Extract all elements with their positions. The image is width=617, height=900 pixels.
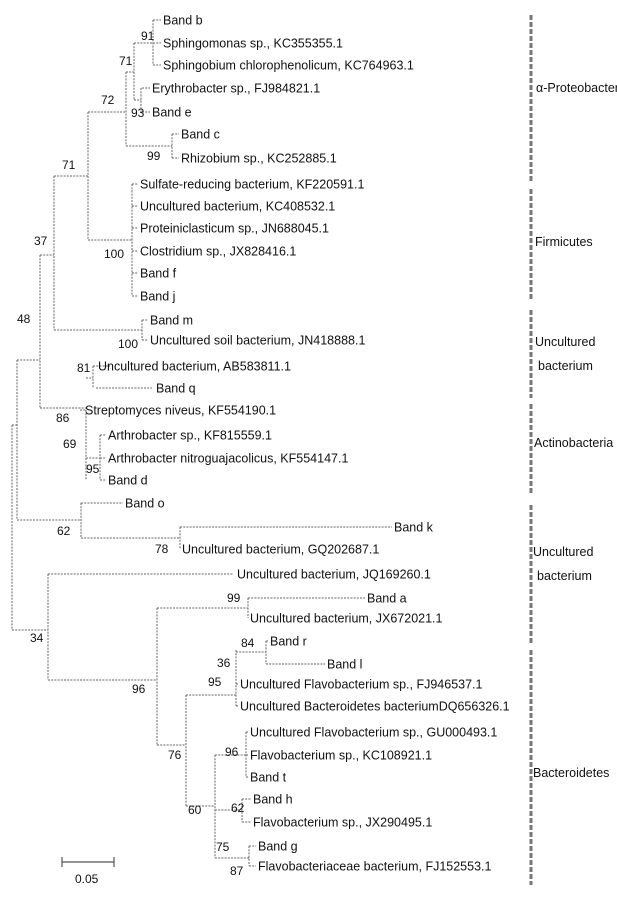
taxon-label-uncultured-flavobacterium-sp-fj946537-1: Uncultured Flavobacterium sp., FJ946537.… xyxy=(240,678,483,692)
bootstrap-value-b36: 36 xyxy=(217,656,231,670)
scale-bar: 0.05 xyxy=(61,857,115,886)
bootstrap-value-b72: 72 xyxy=(101,93,115,107)
taxon-label-sphingomonas-sp-kc355355-1: Sphingomonas sp., KC355355.1 xyxy=(163,37,343,51)
taxon-label-band-a: Band a xyxy=(367,592,407,606)
group-label-uncultured: Uncultured xyxy=(533,545,593,559)
bootstrap-value-b91: 91 xyxy=(141,29,155,43)
bootstrap-value-b95a: 95 xyxy=(86,462,100,476)
bootstrap-value-b75: 75 xyxy=(216,840,230,854)
taxon-label-band-t: Band t xyxy=(250,771,287,785)
taxon-label-uncultured-bacterium-ab583811-1: Uncultured bacterium, AB583811.1 xyxy=(98,360,291,374)
group-label-firmicutes: Firmicutes xyxy=(535,235,593,249)
bootstrap-value-b96b: 96 xyxy=(225,745,239,759)
bootstrap-value-b76: 76 xyxy=(168,748,182,762)
taxon-label-band-o: Band o xyxy=(125,497,165,511)
taxon-label-clostridium-sp-jx828416-1: Clostridium sp., JX828416.1 xyxy=(140,245,296,259)
bootstrap-value-b96a: 96 xyxy=(132,682,146,696)
bootstrap-value-b99a: 99 xyxy=(147,149,161,163)
taxon-label-band-k: Band k xyxy=(394,521,434,535)
bootstrap-value-b81: 81 xyxy=(77,361,91,375)
taxon-label-proteiniclasticum-sp-jn688045-1: Proteiniclasticum sp., JN688045.1 xyxy=(140,222,329,236)
bootstrap-value-b84: 84 xyxy=(241,636,255,650)
taxon-label-band-d: Band d xyxy=(108,474,148,488)
taxon-label-flavobacterium-sp-jx290495-1: Flavobacterium sp., JX290495.1 xyxy=(253,816,432,830)
taxon-label-uncultured-bacterium-gq202687-1: Uncultured bacterium, GQ202687.1 xyxy=(182,543,379,557)
taxon-label-band-l: Band l xyxy=(327,658,362,672)
bootstrap-value-b62b: 62 xyxy=(231,801,245,815)
bootstrap-value-b86: 86 xyxy=(56,411,70,425)
bootstrap-value-b71b: 71 xyxy=(62,158,76,172)
bootstrap-value-b95b: 95 xyxy=(208,675,222,689)
bootstrap-value-b100b: 100 xyxy=(118,337,138,351)
taxon-label-arthrobacter-nitroguajacolicus-kf554147-: Arthrobacter nitroguajacolicus, KF554147… xyxy=(108,452,348,466)
taxon-label-band-e: Band e xyxy=(152,106,192,120)
taxon-label-uncultured-bacterium-jq169260-1: Uncultured bacterium, JQ169260.1 xyxy=(237,568,431,582)
bootstrap-value-b87: 87 xyxy=(230,864,244,878)
taxon-label-uncultured-bacterium-kc408532-1: Uncultured bacterium, KC408532.1 xyxy=(140,200,335,214)
taxon-label-band-c: Band c xyxy=(181,128,220,142)
scale-bar-label: 0.05 xyxy=(75,872,99,886)
bootstrap-value-b37: 37 xyxy=(34,234,48,248)
bootstrap-value-b48: 48 xyxy=(17,312,31,326)
group-label-actinobacteria: Actinobacteria xyxy=(534,436,613,450)
taxon-label-band-f: Band f xyxy=(140,267,177,281)
taxon-label-band-j: Band j xyxy=(140,290,175,304)
bootstrap-value-b78: 78 xyxy=(155,542,169,556)
group-label-proteobacteria: α-Proteobacteria xyxy=(536,81,617,95)
taxon-label-band-m: Band m xyxy=(150,314,193,328)
taxon-label-band-g: Band g xyxy=(258,840,298,854)
bootstrap-value-b71a: 71 xyxy=(119,54,133,68)
taxon-label-sulfate-reducing-bacterium-kf220591-1: Sulfate-reducing bacterium, KF220591.1 xyxy=(140,178,364,192)
taxon-label-uncultured-flavobacterium-sp-gu000493-1: Uncultured Flavobacterium sp., GU000493.… xyxy=(250,726,497,740)
bootstrap-value-b34: 34 xyxy=(30,631,44,645)
taxon-label-band-h: Band h xyxy=(253,793,293,807)
group-label-bacterium: bacterium xyxy=(537,569,592,583)
bootstrap-value-b69: 69 xyxy=(63,437,77,451)
taxon-label-rhizobium-sp-kc252885-1: Rhizobium sp., KC252885.1 xyxy=(181,152,337,166)
group-label-bacteroidetes: Bacteroidetes xyxy=(533,766,609,780)
taxon-label-band-r: Band r xyxy=(270,635,307,649)
bootstrap-value-b62a: 62 xyxy=(57,524,71,538)
taxon-label-uncultured-bacteroidetes-bacteriumdq6563: Uncultured Bacteroidetes bacteriumDQ6563… xyxy=(240,700,510,714)
group-label-bacterium: bacterium xyxy=(538,359,593,373)
taxon-label-flavobacteriaceae-bacterium-fj152553-1: Flavobacteriaceae bacterium, FJ152553.1 xyxy=(258,860,492,874)
taxon-label-erythrobacter-sp-fj984821-1: Erythrobacter sp., FJ984821.1 xyxy=(152,82,320,96)
bootstrap-value-b99b: 99 xyxy=(227,591,241,605)
taxon-label-band-b: Band b xyxy=(163,14,203,28)
taxon-label-uncultured-bacterium-jx672021-1: Uncultured bacterium, JX672021.1 xyxy=(250,612,443,626)
taxon-label-band-q: Band q xyxy=(156,382,196,396)
taxon-label-sphingobium-chlorophenolicum-kc764963-1: Sphingobium chlorophenolicum, KC764963.1 xyxy=(163,59,414,73)
group-label-uncultured: Uncultured xyxy=(535,335,595,349)
taxon-label-uncultured-soil-bacterium-jn418888-1: Uncultured soil bacterium, JN418888.1 xyxy=(150,334,365,348)
taxon-label-streptomyces-niveus-kf554190-1: Streptomyces niveus, KF554190.1 xyxy=(85,404,276,418)
taxon-label-arthrobacter-sp-kf815559-1: Arthrobacter sp., KF815559.1 xyxy=(108,429,272,443)
bootstrap-value-b60: 60 xyxy=(188,803,202,817)
bootstrap-value-b93: 93 xyxy=(131,106,145,120)
bootstrap-value-b100a: 100 xyxy=(104,247,124,261)
taxon-label-flavobacterium-sp-kc108921-1: Flavobacterium sp., KC108921.1 xyxy=(250,749,432,763)
